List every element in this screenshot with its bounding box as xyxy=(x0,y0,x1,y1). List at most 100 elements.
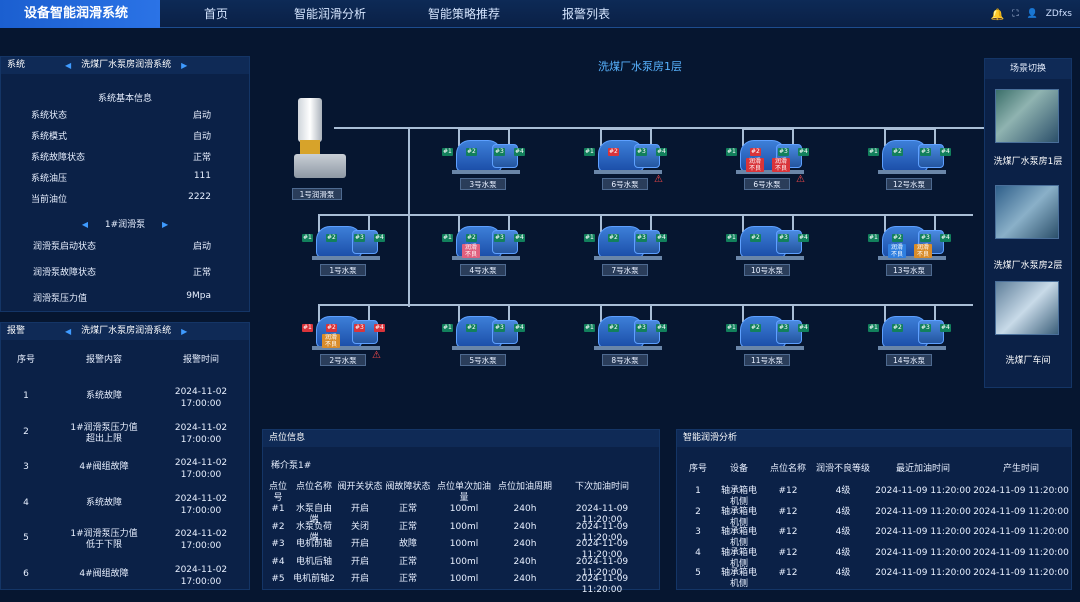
point-tag[interactable]: #3 xyxy=(494,148,505,156)
point-tag[interactable]: #3 xyxy=(636,324,647,332)
point-tag[interactable]: #3 xyxy=(494,324,505,332)
scene-item-2[interactable]: 洗煤厂水泵房2层 xyxy=(993,261,1063,271)
scene-thumb-1[interactable] xyxy=(995,89,1059,143)
point-tag[interactable]: #1 xyxy=(726,148,737,156)
analysis-cell: #12 xyxy=(778,568,798,578)
point-tag[interactable]: #3 xyxy=(354,234,365,242)
point-tag[interactable]: #3 xyxy=(494,234,505,242)
point-tag[interactable]: #2 xyxy=(608,148,619,156)
point-tag[interactable]: #3 xyxy=(354,324,365,332)
pump-frame xyxy=(742,214,794,232)
point-tag[interactable]: #4 xyxy=(798,148,809,156)
point-tag[interactable]: #2 xyxy=(750,324,761,332)
analysis-cell: 3 xyxy=(695,527,701,537)
point-tag[interactable]: #3 xyxy=(920,148,931,156)
point-tag[interactable]: #1 xyxy=(584,234,595,242)
bell-icon[interactable]: 🔔 xyxy=(990,7,1005,21)
point-tag[interactable]: #1 xyxy=(584,324,595,332)
point-tag[interactable]: #3 xyxy=(636,234,647,242)
point-tag[interactable]: #4 xyxy=(940,234,951,242)
next-arrow-icon[interactable]: ▶ xyxy=(162,220,169,229)
analysis-cell: 轴承箱电机侧 xyxy=(720,506,757,528)
point-tag[interactable]: #2 xyxy=(608,324,619,332)
point-tag[interactable]: #1 xyxy=(442,324,453,332)
point-tag[interactable]: #2 xyxy=(326,324,337,332)
point-tag[interactable]: #4 xyxy=(514,148,525,156)
point-tag[interactable]: #2 xyxy=(608,234,619,242)
point-tag[interactable]: #1 xyxy=(868,234,879,242)
point-tag[interactable]: #4 xyxy=(656,148,667,156)
points-cell: 240h xyxy=(513,521,537,532)
point-tag[interactable]: #3 xyxy=(778,148,789,156)
nav-home[interactable]: 首页 xyxy=(204,7,229,21)
lube-pump-unit[interactable]: 1号润滑泵 xyxy=(284,98,354,200)
point-tag[interactable]: #2 xyxy=(466,234,477,242)
next-arrow-icon[interactable]: ▶ xyxy=(181,61,188,70)
point-tag[interactable]: #2 xyxy=(326,234,337,242)
scene-thumb-2[interactable] xyxy=(995,185,1059,239)
prev-arrow-icon[interactable]: ◀ xyxy=(65,61,72,70)
pump-frame xyxy=(884,304,936,322)
point-tag[interactable]: #4 xyxy=(940,324,951,332)
point-tag[interactable]: #2 xyxy=(892,234,903,242)
point-tag[interactable]: #3 xyxy=(778,234,789,242)
analysis-col-header: 产生时间 xyxy=(1002,464,1039,474)
nav-alarm-list[interactable]: 报警列表 xyxy=(562,7,611,21)
nav-lube-analysis[interactable]: 智能润滑分析 xyxy=(294,7,367,21)
point-tag[interactable]: #4 xyxy=(940,148,951,156)
scene-thumb-3[interactable] xyxy=(995,281,1059,335)
point-tag[interactable]: #4 xyxy=(798,324,809,332)
prev-arrow-icon[interactable]: ◀ xyxy=(81,220,88,229)
point-tag[interactable]: #1 xyxy=(442,234,453,242)
prev-arrow-icon[interactable]: ◀ xyxy=(65,327,72,336)
point-tag[interactable]: #2 xyxy=(892,148,903,156)
fullscreen-icon[interactable]: ⛶ xyxy=(1012,9,1019,19)
user-name[interactable]: ZDfxs xyxy=(1045,9,1072,19)
point-tag[interactable]: #4 xyxy=(514,324,525,332)
point-tag[interactable]: #1 xyxy=(726,324,737,332)
scene-item-1[interactable]: 洗煤厂水泵房1层 xyxy=(993,157,1063,167)
point-tag[interactable]: #4 xyxy=(656,324,667,332)
point-tag[interactable]: #4 xyxy=(374,324,385,332)
point-tag[interactable]: #1 xyxy=(726,234,737,242)
point-tag[interactable]: #3 xyxy=(920,324,931,332)
point-tag[interactable]: #4 xyxy=(798,234,809,242)
point-tag[interactable]: #1 xyxy=(868,324,879,332)
user-icon[interactable]: 👤 xyxy=(1026,9,1038,19)
analysis-col-header: 设备 xyxy=(729,464,748,474)
point-tag[interactable]: #2 xyxy=(750,148,761,156)
scene-item-3[interactable]: 洗煤厂车间 xyxy=(1005,356,1051,366)
nav-strategy[interactable]: 智能策略推荐 xyxy=(428,7,501,21)
point-tag[interactable]: #2 xyxy=(750,234,761,242)
point-tag[interactable]: #3 xyxy=(778,324,789,332)
point-tag[interactable]: #4 xyxy=(656,234,667,242)
next-arrow-icon[interactable]: ▶ xyxy=(181,327,188,336)
point-tag[interactable]: #3 xyxy=(920,234,931,242)
point-tag[interactable]: #2 xyxy=(466,324,477,332)
point-tag[interactable]: #4 xyxy=(514,234,525,242)
point-tag[interactable]: #1 xyxy=(302,234,313,242)
point-tag[interactable]: #1 xyxy=(442,148,453,156)
point-tag[interactable]: #3 xyxy=(636,148,647,156)
point-tag[interactable]: #1 xyxy=(868,148,879,156)
point-tag[interactable]: #4 xyxy=(374,234,385,242)
points-cell: 100ml xyxy=(449,521,479,532)
point-tag[interactable]: #1 xyxy=(584,148,595,156)
point-tag[interactable]: #1 xyxy=(302,324,313,332)
point-tag[interactable]: #2 xyxy=(466,148,477,156)
point-tag[interactable]: #2 xyxy=(892,324,903,332)
